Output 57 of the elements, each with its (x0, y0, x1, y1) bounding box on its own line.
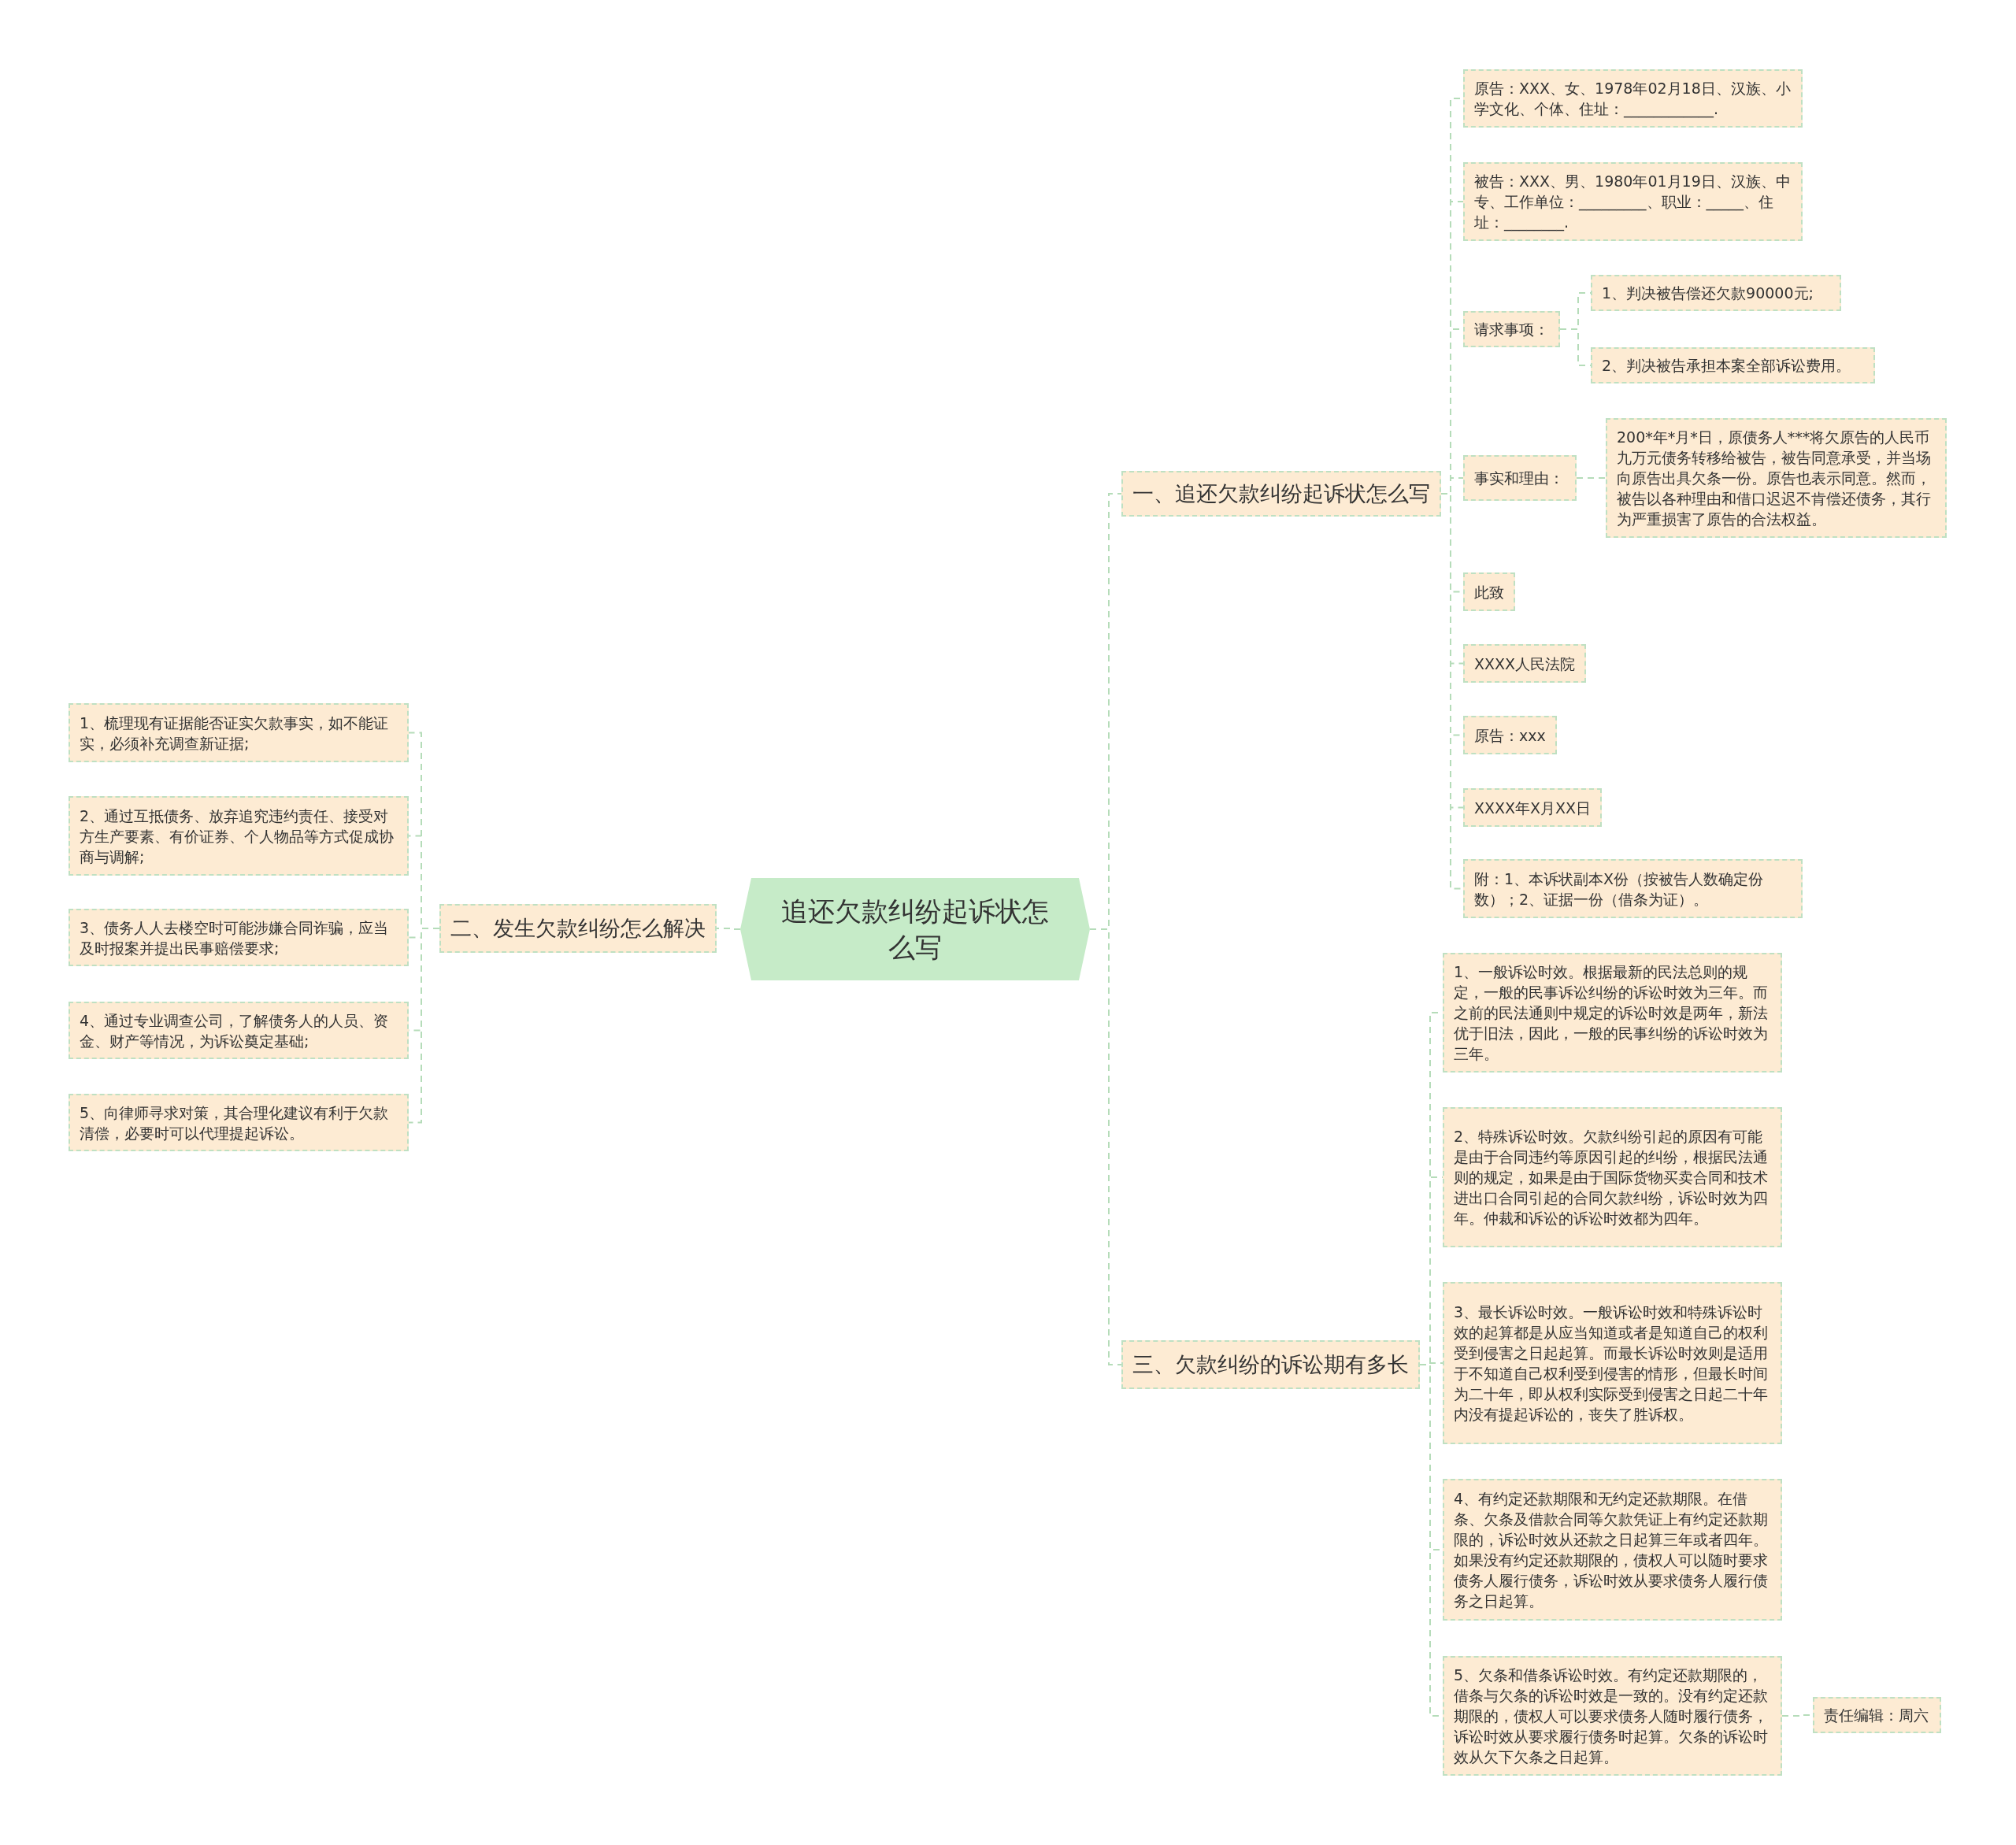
topic-text: 4、有约定还款期限和无约定还款期限。在借条、欠条及借款合同等欠款凭证上有约定还款期限的，诉讼时效从还款之日起算三年或者四年。如果没有约定还款期限的，债权人可以随时要求债务人履行债务，诉讼时效从要求债务人履行债务之日起算。 (1454, 1489, 1769, 1611)
topic-box (1606, 418, 1947, 538)
topic-box (1443, 1656, 1782, 1776)
topic-text: 责任编辑：周六 (1824, 1706, 1929, 1725)
topic-box (1443, 1479, 1782, 1621)
topic-text: XXXX年X月XX日 (1474, 798, 1592, 818)
topic-box (1463, 162, 1803, 241)
topic-text: 2、判决被告承担本案全部诉讼费用。 (1602, 356, 1851, 376)
topic-text: 一、追还欠款纠纷起诉状怎么写 (1132, 480, 1430, 507)
topic-text: 二、发生欠款纠纷怎么解决 (450, 915, 706, 942)
branch-topic-box (439, 904, 717, 953)
topic-box (69, 703, 409, 762)
topic-box (1463, 455, 1577, 501)
topic-box (1463, 311, 1560, 347)
topic-text: 3、债务人人去楼空时可能涉嫌合同诈骗，应当及时报案并提出民事赔偿要求; (80, 917, 390, 958)
topic-box (1463, 716, 1557, 754)
topic-text: 追还欠款纠纷起诉状怎么写 (780, 895, 1050, 965)
topic-text: 5、欠条和借条诉讼时效。有约定还款期限的，借条与欠条的诉讼时效是一致的。没有约定还款期限的，债权人可以要求债务人随时履行债务，诉讼时效从要求履行债务时起算。欠条的诉讼时效从欠下欠条之日起算。 (1454, 1665, 1769, 1767)
topic-text: 2、通过互抵债务、放弃追究违约责任、接受对方生产要素、有价证券、个人物品等方式促成协商与调解; (80, 806, 395, 867)
topic-text: 此致 (1474, 582, 1504, 602)
topic-text: 3、最长诉讼时效。一般诉讼时效和特殊诉讼时效的起算都是从应当知道或者是知道自己的权利受到侵害之日起起算。而最长诉讼时效则是适用于不知道自己权利受到侵害的情形，但最长时间为二十年，即从权利实际受到侵害之日起二十年内没有提起诉讼的，丧失了胜诉权。 (1454, 1302, 1769, 1425)
topic-text: 4、通过专业调查公司，了解债务人的人员、资金、财产等情况，为诉讼奠定基础; (80, 1010, 390, 1051)
topic-box (1463, 788, 1603, 827)
topic-box (1463, 69, 1803, 128)
topic-text: 2、特殊诉讼时效。欠款纠纷引起的原因有可能是由于合同违约等原因引起的纠纷，根据民法通则的规定，如果是由于国际货物买卖合同和技术进出口合同引起的合同欠款纠纷，诉讼时效为四年。仲裁和诉讼的诉讼时效都为四年。 (1454, 1127, 1769, 1228)
branch-topic-box (1121, 471, 1441, 517)
topic-box (69, 796, 409, 876)
branch-topic-box (1121, 1340, 1420, 1389)
connector-line (408, 928, 440, 1124)
topic-box (1463, 644, 1587, 683)
topic-box (69, 909, 409, 966)
topic-text: 1、判决被告偿还欠款90000元; (1602, 283, 1814, 303)
topic-text: 200*年*月*日，原债务人***将欠原告的人民币九万元债务转移给被告，被告同意承受，并当场向原告出具欠条一份。原告也表示同意。然而，被告以各种理由和借口迟迟不肯偿还债务，其行为严重损害了原告的合法权益。 (1617, 428, 1932, 529)
connector-line (1576, 477, 1606, 479)
topic-box (69, 1002, 409, 1059)
topic-box (1591, 347, 1875, 383)
topic-text: 原告：XXX、女、1978年02月18日、汉族、小学文化、个体、住址：____________. (1474, 79, 1792, 119)
topic-text: 三、欠款纠纷的诉讼期有多长 (1132, 1351, 1409, 1378)
topic-box (1591, 275, 1841, 311)
topic-text: 5、向律师寻求对策，其合理化建议有利于欠款清偿，必要时可以代理提起诉讼。 (80, 1102, 390, 1143)
topic-text: 1、一般诉讼时效。根据最新的民法总则的规定，一般的民事诉讼纠纷的诉讼时效为三年。而之前的民法通则中规定的诉讼时效是两年，新法优于旧法，因此，一般的民事纠纷的诉讼时效为三年。 (1454, 962, 1769, 1064)
topic-text: 原告：xxx (1474, 725, 1546, 746)
topic-text: XXXX人民法院 (1474, 654, 1576, 674)
topic-text: 请求事项： (1474, 320, 1549, 339)
topic-text: 事实和理由： (1474, 469, 1564, 488)
topic-box (1813, 1697, 1941, 1733)
topic-text: 附：1、本诉状副本X份（按被告人数确定份数）；2、证据一份（借条为证）。 (1474, 869, 1765, 910)
connector-line (716, 928, 741, 930)
topic-box (69, 1094, 409, 1151)
topic-box (1443, 953, 1782, 1073)
topic-box (1463, 572, 1515, 611)
topic-text: 1、梳理现有证据能否证实欠款事实，如不能证实，必须补充调查新证据; (80, 713, 390, 754)
topic-box (1463, 859, 1803, 918)
topic-text: 被告：XXX、男、1980年01月19日、汉族、中专、工作单位：_________、职业：_____、住址：________. (1474, 172, 1792, 232)
topic-box (1443, 1282, 1782, 1444)
topic-box (1443, 1107, 1782, 1247)
central-topic (740, 878, 1090, 980)
